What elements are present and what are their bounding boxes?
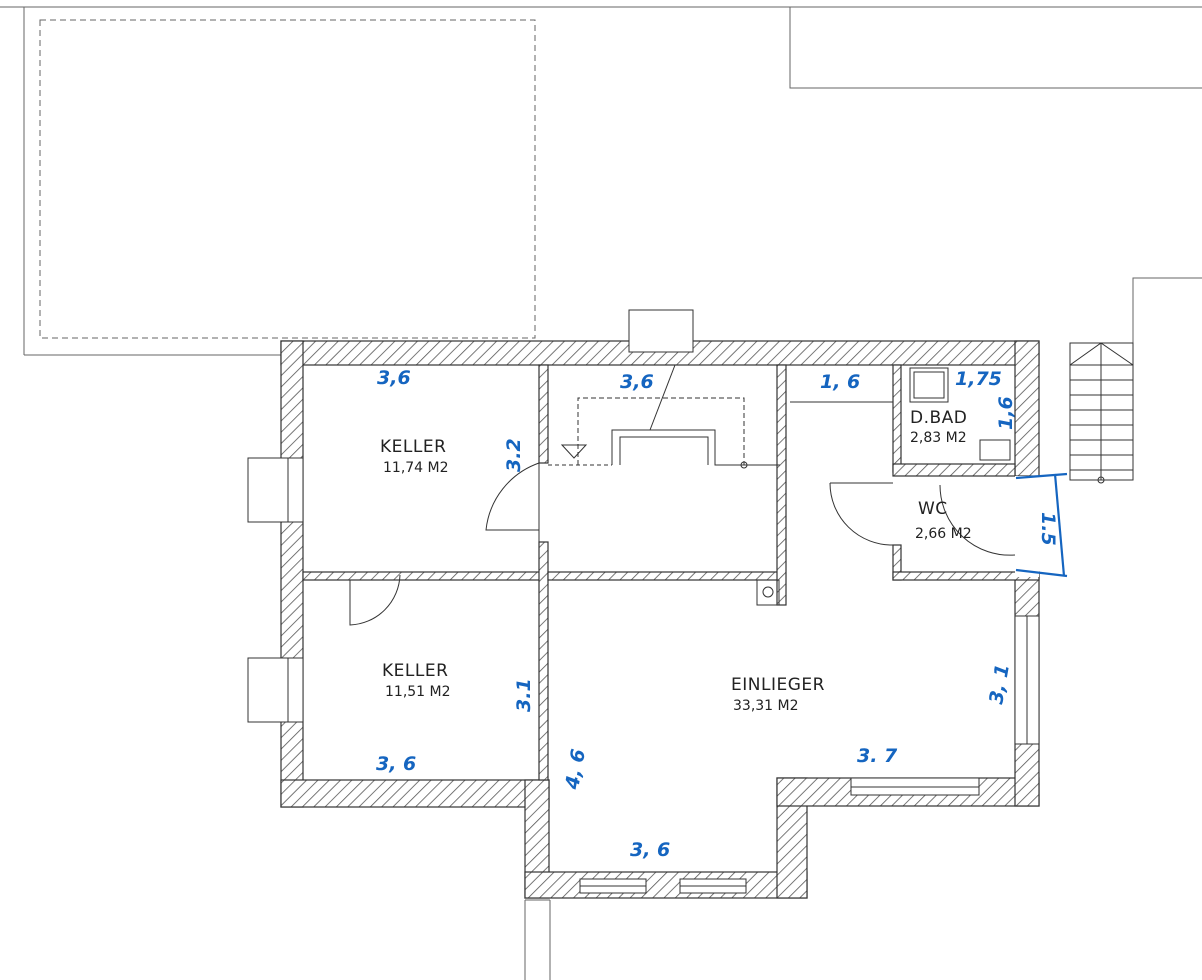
d-bad-name: D.BAD xyxy=(910,408,967,428)
window-top-chimney xyxy=(628,309,694,353)
wall-left xyxy=(280,340,304,808)
wall-keller-divider xyxy=(302,571,547,581)
measure-einlieger-bottom: 3, 6 xyxy=(630,839,670,861)
right-building xyxy=(1132,277,1202,480)
wall-bottom xyxy=(524,871,808,899)
stair-outline xyxy=(611,429,780,466)
measure-einlieger-left: 4, 6 xyxy=(561,747,590,791)
wc-dimension-line xyxy=(1015,472,1068,578)
bath-tub xyxy=(909,367,949,403)
door-keller-1 xyxy=(485,462,540,542)
d-bad-area: 2,83 M2 xyxy=(910,430,967,446)
measure-stair-width: 3,6 xyxy=(620,371,654,393)
measure-hall-width: 1, 6 xyxy=(820,371,860,393)
stair-end-post xyxy=(1097,476,1105,484)
door-keller-2 xyxy=(349,574,401,626)
fixtures xyxy=(548,342,1134,606)
chimney-circle xyxy=(762,586,774,598)
wall-stair-bottom xyxy=(547,571,781,581)
room-labels: KELLER 11,74 M2 KELLER 11,51 M2 EINLIEGE… xyxy=(380,408,972,714)
einlieger-area: 33,31 M2 xyxy=(733,698,799,714)
measure-wc-depth: 1.5 xyxy=(1037,512,1059,546)
windows xyxy=(247,309,1040,894)
measure-keller2-width: 3, 6 xyxy=(376,753,416,775)
measure-einlieger-width: 3. 7 xyxy=(857,745,898,767)
stair-post xyxy=(740,461,748,469)
wc-area: 2,66 M2 xyxy=(915,526,972,542)
stair-arrow xyxy=(560,444,588,459)
wall-stair-right xyxy=(776,364,787,606)
window-keller-2 xyxy=(247,657,289,723)
wall-bad-bottom xyxy=(892,463,1016,477)
measure-keller2-depth: 3.1 xyxy=(513,678,535,712)
stair-outline-inner xyxy=(619,436,709,465)
keller-2-area: 11,51 M2 xyxy=(385,684,451,700)
wall-bad-left xyxy=(892,364,902,473)
chimney-box xyxy=(756,579,780,606)
keller-1-name: KELLER xyxy=(380,437,446,457)
door-wc-inner xyxy=(939,484,1016,556)
measure-einlieger-right: 3, 1 xyxy=(985,662,1014,705)
einlieger-name: EINLIEGER xyxy=(731,675,825,695)
stair-dashed xyxy=(577,397,745,465)
handwritten-measurements: 3,6 3.2 3,6 1, 6 1,75 1,6 1.5 3.1 3, 6 4… xyxy=(376,367,1059,861)
measure-bad-width: 1,75 xyxy=(955,368,1002,390)
dashed-outline xyxy=(39,19,536,339)
window-keller-1-frame xyxy=(287,457,304,523)
keller-1-area: 11,74 M2 xyxy=(383,460,449,476)
window-keller-1 xyxy=(247,457,289,523)
measure-keller1-width: 3,6 xyxy=(377,367,411,389)
wall-right-upper xyxy=(1014,340,1040,477)
wc-name: WC xyxy=(918,499,948,519)
keller-2-name: KELLER xyxy=(382,661,448,681)
doors xyxy=(349,462,1016,626)
bath-tub-inner xyxy=(913,371,945,399)
neighbour-building xyxy=(789,7,1202,89)
wc-dim-bottom xyxy=(1015,568,1068,578)
wall-center-upper xyxy=(538,364,549,464)
wc-dim-vertical xyxy=(1053,473,1066,577)
wc-fixture xyxy=(979,439,1011,461)
measure-keller1-depth: 3.2 xyxy=(503,438,525,472)
wall-center-lower xyxy=(538,541,549,781)
measure-bad-depth: 1,6 xyxy=(995,396,1017,430)
stair-diagonal xyxy=(649,364,676,431)
wc-dim-top xyxy=(1015,472,1068,480)
door-wc xyxy=(829,482,894,546)
door-opening-wc xyxy=(1015,476,1039,577)
window-keller-2-frame xyxy=(287,657,304,723)
wall-bottom-left xyxy=(280,779,550,808)
